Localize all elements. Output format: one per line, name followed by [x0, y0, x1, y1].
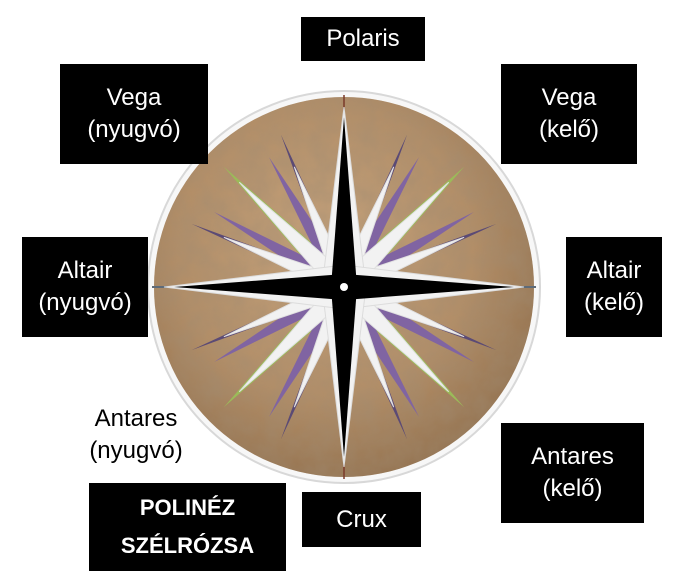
title-line-1: POLINÉZ	[140, 489, 235, 527]
diagram-title: POLINÉZ SZÉLRÓZSA	[89, 483, 286, 571]
center-dot	[340, 283, 348, 291]
title-line-2: SZÉLRÓZSA	[121, 527, 254, 565]
